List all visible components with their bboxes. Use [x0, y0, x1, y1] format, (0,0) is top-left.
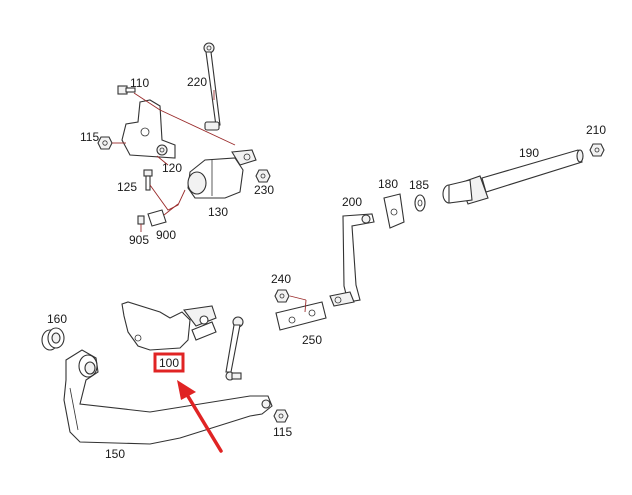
- label-100: 100: [159, 356, 179, 370]
- part-115-nut-bottom[interactable]: [273, 409, 289, 423]
- highlight-part-100[interactable]: 100: [153, 352, 185, 373]
- part-200-lever[interactable]: [329, 213, 375, 307]
- callout-harness: [149, 184, 186, 211]
- part-240-nut[interactable]: [274, 289, 290, 303]
- part-labels: 110 220 115 120 125 230 130 905 900 190 …: [47, 75, 606, 461]
- callout-250: [304, 299, 307, 313]
- highlight-box: [153, 352, 185, 373]
- part-100-sensor-assembly[interactable]: [121, 301, 244, 381]
- label-115-bottom: 115: [273, 425, 292, 439]
- callout-120: [156, 155, 169, 166]
- part-160-bushing[interactable]: [41, 327, 65, 351]
- part-120-bracket[interactable]: [121, 99, 176, 159]
- label-110: 110: [130, 76, 149, 90]
- right-assembly: [274, 143, 605, 331]
- label-130: 130: [208, 205, 228, 219]
- part-190-shaft[interactable]: [442, 149, 584, 205]
- label-210: 210: [586, 123, 606, 137]
- callout-900: [163, 203, 179, 216]
- label-190: 190: [519, 146, 539, 160]
- part-180-clip[interactable]: [383, 193, 405, 229]
- label-185: 185: [409, 178, 429, 192]
- part-150-arm[interactable]: [63, 349, 273, 445]
- callout-bracket-to-sensor: [159, 109, 236, 146]
- part-115-nut-top[interactable]: [97, 136, 113, 150]
- part-230-nut[interactable]: [255, 169, 271, 183]
- arrow-shaft: [184, 391, 223, 453]
- label-115-top: 115: [80, 130, 99, 144]
- callout-110: [133, 92, 161, 111]
- label-250: 250: [302, 333, 322, 347]
- part-900-connector[interactable]: [137, 209, 167, 227]
- part-210-nut[interactable]: [589, 143, 605, 157]
- part-110-bolt[interactable]: [117, 85, 136, 95]
- label-200: 200: [342, 195, 362, 209]
- label-230: 230: [254, 183, 274, 197]
- label-120: 120: [162, 161, 182, 175]
- pointer-arrow: [177, 380, 223, 453]
- part-125-bolt[interactable]: [143, 169, 153, 191]
- part-220-link-rod[interactable]: [203, 42, 221, 131]
- label-180: 180: [378, 177, 398, 191]
- label-160: 160: [47, 312, 67, 326]
- label-905: 905: [129, 233, 149, 247]
- label-125: 125: [117, 180, 137, 194]
- label-240: 240: [271, 272, 291, 286]
- label-150: 150: [105, 447, 125, 461]
- lower-assembly: [41, 301, 289, 445]
- part-250-plate[interactable]: [275, 301, 327, 331]
- callout-240: [289, 295, 307, 301]
- label-220: 220: [187, 75, 207, 89]
- arrow-head: [177, 380, 196, 400]
- upper-assembly: [97, 42, 271, 232]
- label-900: 900: [156, 228, 176, 242]
- part-185-washer[interactable]: [414, 194, 426, 212]
- part-130-sensor[interactable]: [187, 149, 257, 199]
